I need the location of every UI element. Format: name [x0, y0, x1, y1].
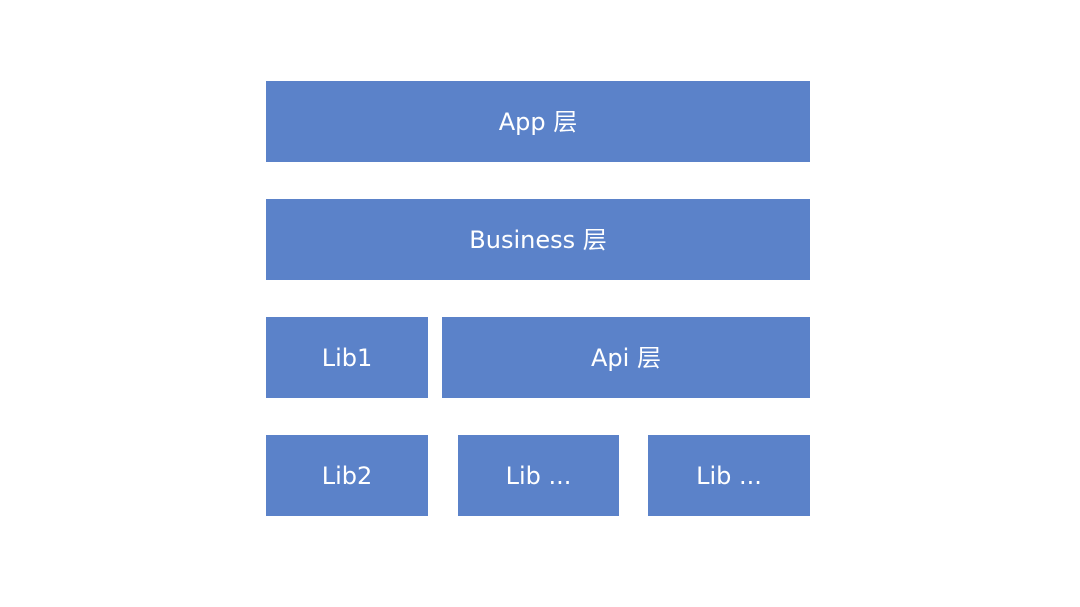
- business-layer-block: Business 层: [266, 199, 810, 280]
- lib-more-block-1: Lib ...: [458, 435, 619, 516]
- lib-more-label-1: Lib ...: [505, 461, 572, 490]
- lib1-block: Lib1: [266, 317, 428, 398]
- lib1-label: Lib1: [321, 343, 373, 372]
- app-layer-block: App 层: [266, 81, 810, 162]
- lib2-label: Lib2: [321, 461, 373, 490]
- api-layer-block: Api 层: [442, 317, 810, 398]
- lib-more-label-2: Lib ...: [696, 461, 762, 490]
- lib-more-block-2: Lib ...: [648, 435, 810, 516]
- lib2-block: Lib2: [266, 435, 428, 516]
- business-layer-label: Business 层: [469, 225, 607, 254]
- app-layer-label: App 层: [498, 107, 578, 136]
- api-layer-label: Api 层: [591, 343, 661, 372]
